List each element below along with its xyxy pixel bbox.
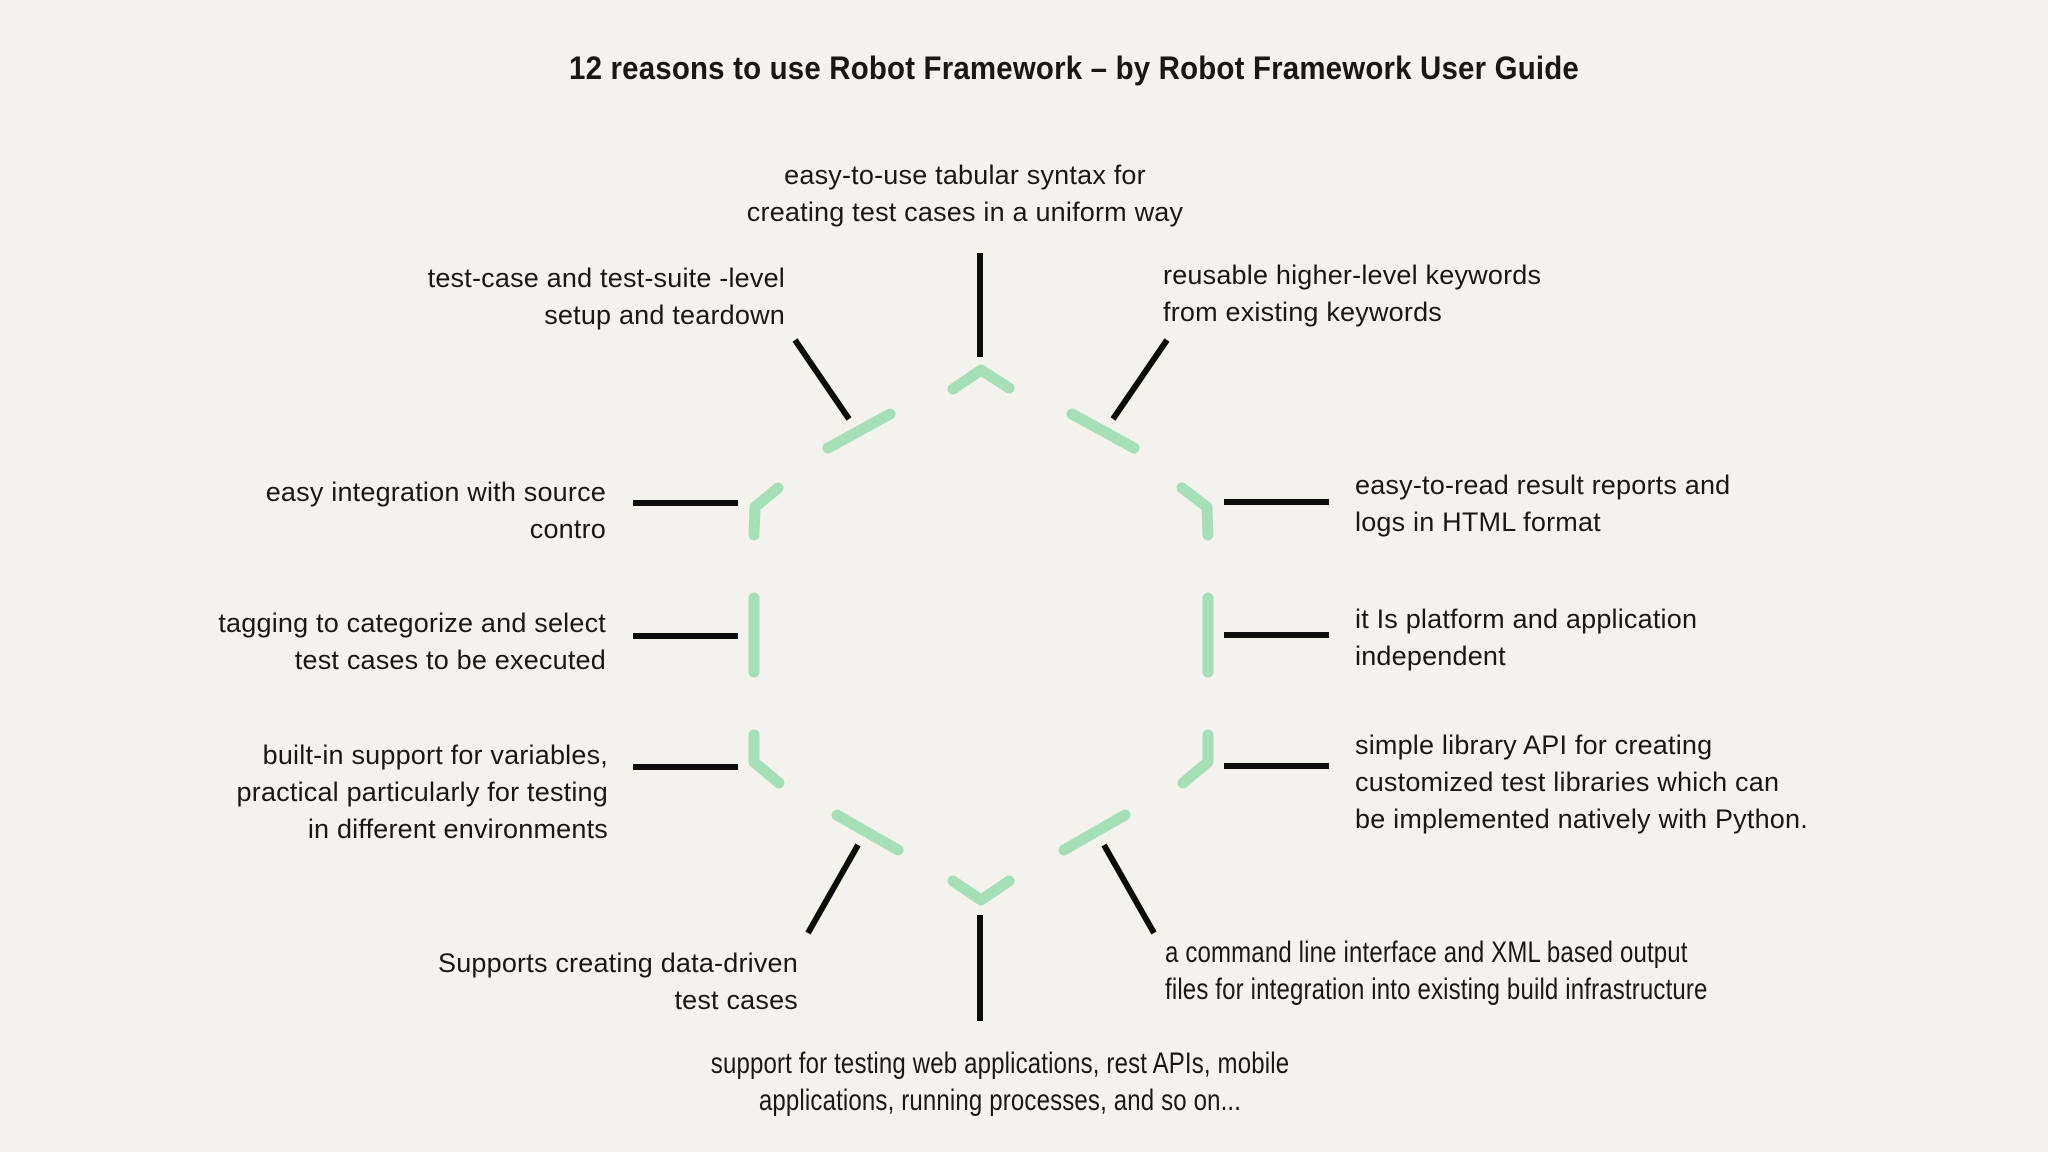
ring-corner-left-lower [748, 729, 785, 789]
ring-diagonal-bottom-right [1058, 809, 1131, 856]
reason-label-left-2: tagging to categorize and select test ca… [218, 608, 606, 675]
green-ring-segments [748, 364, 1214, 906]
connector-upper-left [792, 338, 852, 421]
ring-diagonal-bottom-left [831, 809, 904, 856]
reason-label-right-1: easy-to-read result reports and logs in … [1355, 470, 1731, 537]
reason-label-upper-right: reusable higher-level keywords from exis… [1163, 260, 1542, 327]
ring-chevron-bottom [947, 875, 1015, 906]
ring-corner-right-lower [1177, 729, 1214, 789]
connector-upper-right [1110, 338, 1170, 421]
reason-label-bottom-right: a command line interface and XML based o… [1165, 936, 1708, 1006]
page-title: 12 reasons to use Robot Framework – by R… [569, 50, 1579, 86]
reason-label-bottom-left: Supports creating data-driven test cases [437, 948, 798, 1015]
ring-diagonal-upper-left [822, 408, 896, 454]
ring-diagonal-upper-right [1066, 408, 1140, 454]
reason-label-left-1: easy integration with source contro [265, 477, 606, 544]
connector-bottom-left [805, 843, 861, 935]
ring-corner-left-upper [748, 482, 784, 541]
connector-bottom-right [1101, 843, 1157, 935]
reason-label-bottom: support for testing web applications, re… [710, 1047, 1290, 1117]
ring-corner-right-upper [1176, 482, 1214, 541]
reason-label-upper-left: test-case and test-suite -level setup an… [427, 263, 785, 330]
reason-label-right-3: simple library API for creating customiz… [1355, 730, 1808, 834]
ring-chevron-top [947, 364, 1015, 395]
reason-label-left-3: built-in support for variables, practica… [236, 740, 608, 844]
connector-lines [633, 253, 1329, 1021]
reason-label-top: easy-to-use tabular syntax for creating … [746, 160, 1184, 227]
reason-label-right-2: it Is platform and application independe… [1355, 604, 1698, 671]
